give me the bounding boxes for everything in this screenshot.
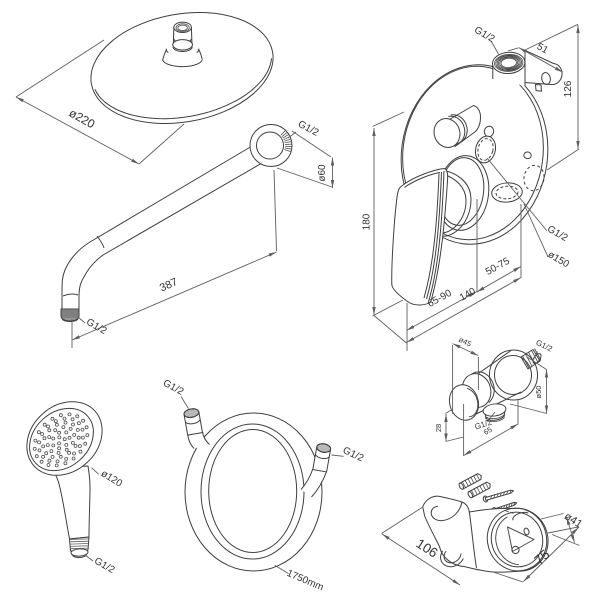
svg-text:ø50: ø50 <box>534 386 543 399</box>
svg-text:ø60: ø60 <box>317 164 328 182</box>
svg-text:180: 180 <box>362 213 373 230</box>
svg-text:28: 28 <box>434 424 443 432</box>
svg-text:126: 126 <box>563 80 574 97</box>
